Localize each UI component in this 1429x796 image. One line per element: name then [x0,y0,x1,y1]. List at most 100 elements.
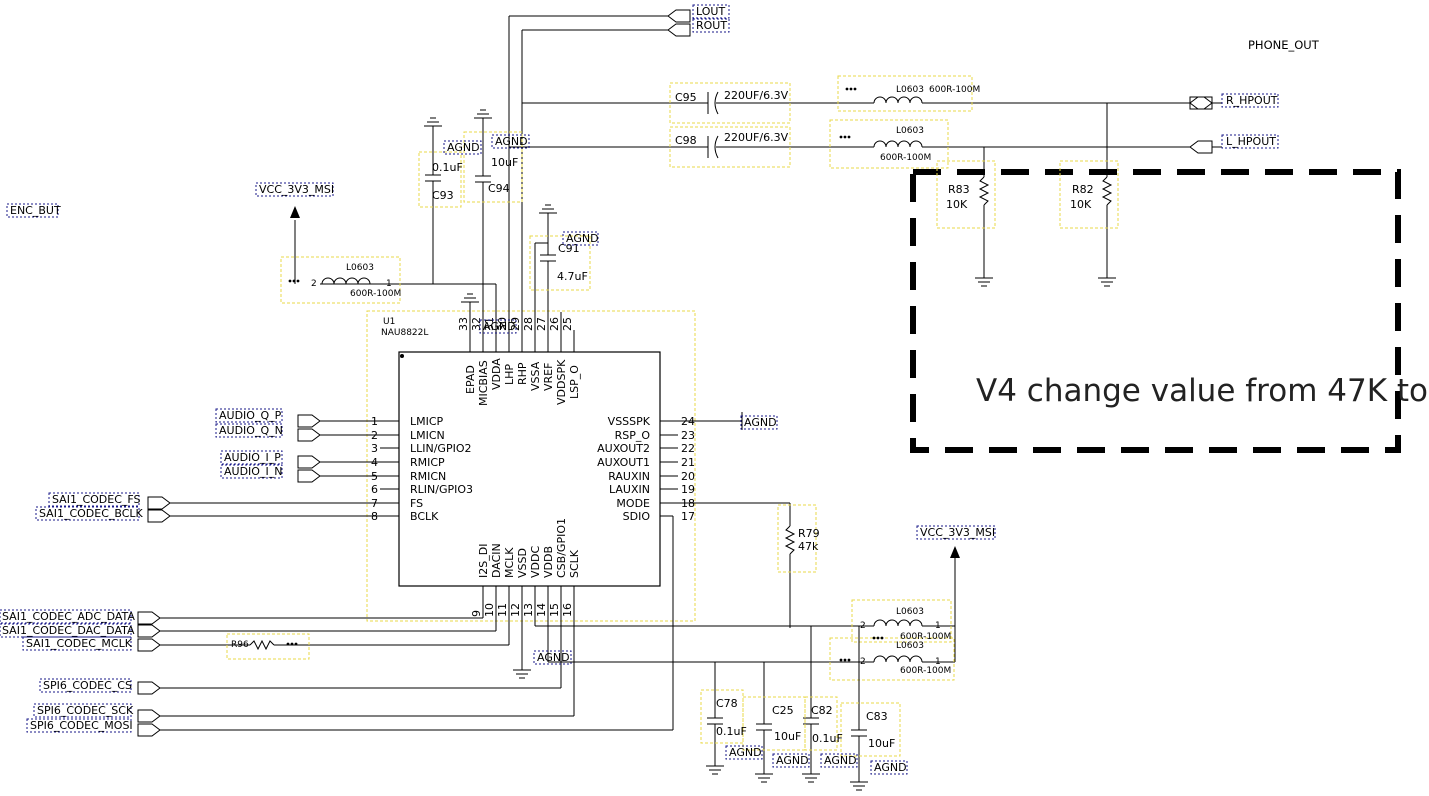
pin-2-num: 2 [371,429,378,442]
l-top2-value: 600R-100M [880,153,931,163]
pin-vdda: VDDA [490,358,503,390]
l-bot1-ref: L0603 [896,607,924,617]
l-top2-ref: L0603 [896,126,924,136]
pin-lmicp: LMICP [410,415,444,428]
pin-21-num: 21 [681,456,695,469]
c94-value: 10uF [491,156,518,169]
pin-mclk: MCLK [503,547,516,578]
c83-ref: C83 [866,710,888,723]
pin-28-num: 28 [522,317,535,331]
sheet-title: PHONE_OUT [1248,38,1320,52]
l-top1-value: 600R-100M [929,85,980,95]
net-spi-sck: SPI6_CODEC_SCK [37,704,134,717]
l-bot2-pin1: 1 [935,657,941,667]
l-bot2-ref: L0603 [896,641,924,651]
pin-lmicn: LMICN [410,429,445,442]
pin-vssa: VSSA [529,361,542,391]
net-sai-adc: SAI1_CODEC_ADC_DATA [2,610,135,623]
pin-vref: VREF [542,363,555,391]
pin-10-num: 10 [483,603,496,617]
pin-micbias: MICBIAS [477,360,490,406]
c95-value: 220UF/6.3V [724,89,789,102]
pin-vssd: VSSD [516,548,529,578]
l-top1-ref: L0603 [896,85,924,95]
pin-19-num: 19 [681,483,695,496]
pin-lauxin: LAUXIN [609,483,650,496]
r82-value: 10K [1070,198,1092,211]
agnd-vssspk: AGND [744,416,777,429]
pin-rsp-o: RSP_O [615,429,651,442]
net-audio-i-p: AUDIO_I_P [224,451,281,464]
net-spi-mosi: SPI6_CODEC_MOSI [30,719,133,732]
l-bot1-value: 600R-100M [900,632,951,642]
net-vcc-left: VCC_3V3_MSI [259,183,334,196]
pin-14-num: 14 [535,603,548,617]
c98-value: 220UF/6.3V [724,131,789,144]
pin-4-num: 4 [371,456,378,469]
pin-rauxin: RAUXIN [608,470,650,483]
pin-18-num: 18 [681,497,695,510]
pin-csb: CSB/GPIO1 [555,518,568,578]
agnd-c93: AGND [447,141,480,154]
c25-value: 10uF [774,730,801,743]
pin-1-num: 1 [371,415,378,428]
pin-rmicn: RMICN [410,470,446,483]
c78-value: 0.1uF [716,725,747,738]
pin-13-num: 13 [522,603,535,617]
c82-value: 0.1uF [812,732,843,745]
net-vcc-right: VCC_3V3_MSI [920,526,995,539]
agnd-vssd: AGND [537,651,570,664]
c93-value: 0.1uF [432,161,463,174]
net-sai-dac: SAI1_CODEC_DAC_DATA [2,624,135,637]
pin-24-num: 24 [681,415,695,428]
agnd-c91: AGND [566,232,599,245]
c91-ref: C91 [558,242,580,255]
pin-20-num: 20 [681,470,695,483]
pin-vssspk: VSSSPK [608,415,651,428]
pin-26-num: 26 [548,317,561,331]
net-sai-fs: SAI1_CODEC_FS [52,493,141,506]
u1-ref: U1 [383,317,395,327]
pin-vddc: VDDC [529,546,542,578]
pin-i2s-di: I2S_DI [477,544,490,578]
c91-value: 4.7uF [557,270,588,283]
pin-mode: MODE [616,497,650,510]
pin-auxout1: AUXOUT1 [597,456,650,469]
r83-ref: R83 [948,183,970,196]
c94-ref: C94 [488,182,510,195]
pin-rlin: RLIN/GPIO3 [410,483,473,496]
l-bot1-pin2: 2 [860,621,866,631]
pin-epad: EPAD [464,365,477,394]
l-bot2-value: 600R-100M [900,666,951,676]
pin-auxout2: AUXOUT2 [597,442,650,455]
pin-llin: LLIN/GPIO2 [410,442,472,455]
net-audio-q-n: AUDIO_Q_N [219,424,283,437]
pin-3-num: 3 [371,442,378,455]
l-left-value: 600R-100M [350,289,401,299]
c93-ref: C93 [432,189,454,202]
u1-outline [366,310,696,622]
agnd-c82: AGND [824,754,857,767]
pin-dacin: DACIN [490,543,503,578]
agnd-epad: AGND [483,320,516,333]
change-note-box [910,169,1401,453]
l-left-ref: L0603 [346,263,374,273]
agnd-c94: AGND [495,135,528,148]
pin-32-num: 32 [470,317,483,331]
pin-lsp-o: LSP_O [568,365,581,399]
pin-11-num: 11 [496,603,509,617]
l-left-pin1: 1 [386,279,392,289]
l-bot1-pin1: 1 [935,621,941,631]
net-enc-but: ENC_BUT [10,204,61,217]
pin-5-num: 5 [371,470,378,483]
net-lout: LOUT [696,5,725,18]
sai-spi-ports: SAI1_CODEC_ADC_DATA SAI1_CODEC_DAC_DATA … [0,516,674,737]
agnd-c78: AGND [729,746,762,759]
net-l-hpout: L_HPOUT [1226,135,1276,148]
c95-ref: C95 [675,91,697,104]
r79-value: 47k [798,540,819,553]
net-audio-i-n: AUDIO_I_N [224,465,282,478]
u1-bottom-pins: 9 10 11 12 13 14 15 16 I2S_DI DACIN MCLK… [470,518,581,716]
pin-33-num: 33 [457,317,470,331]
